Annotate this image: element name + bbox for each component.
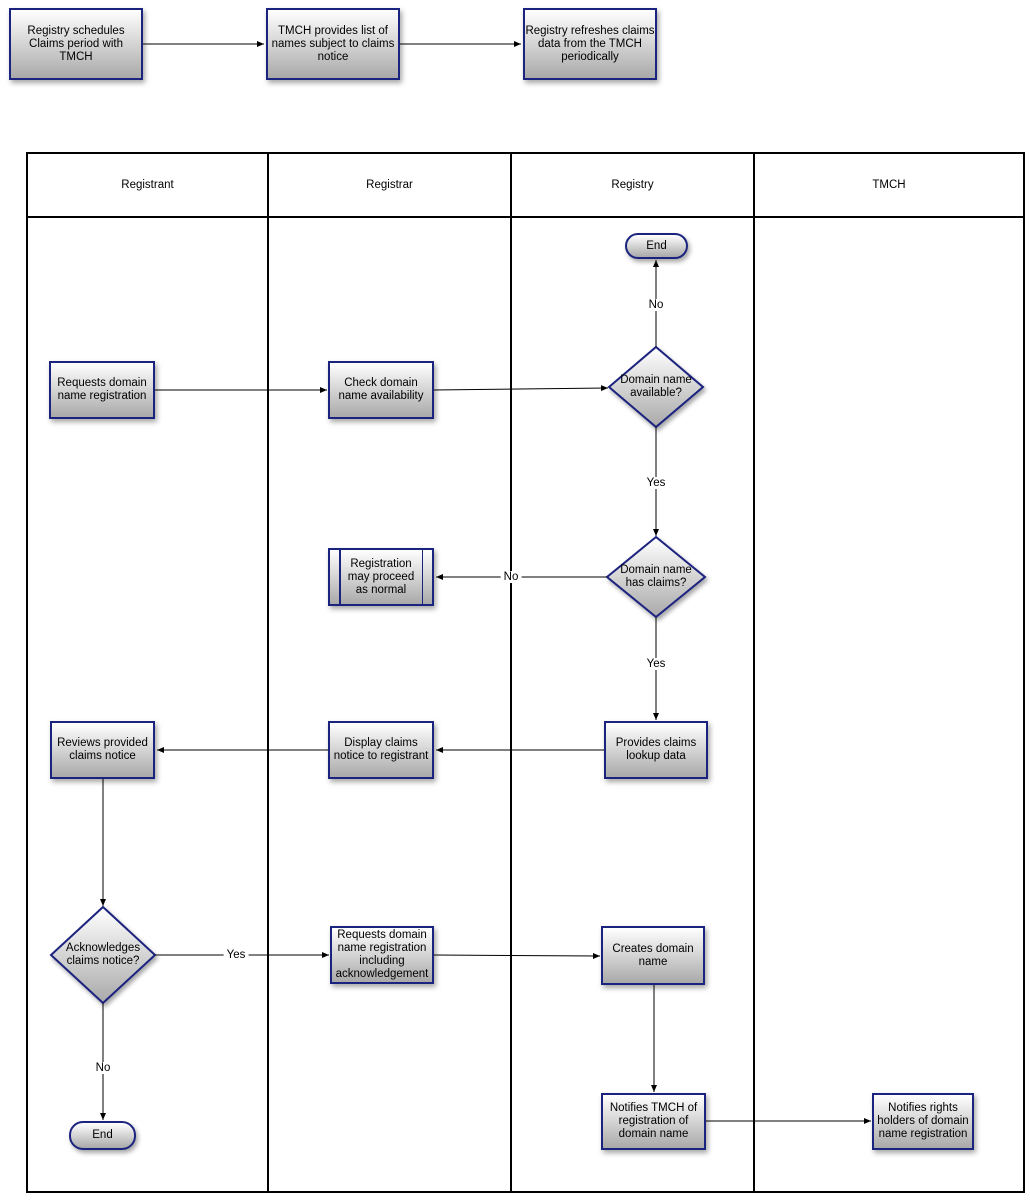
end-terminal-top: End	[625, 233, 688, 259]
requests-registration-box: Requests domain name registration	[49, 361, 155, 419]
schedule-claims-box: Registry schedules Claims period with TM…	[9, 8, 143, 80]
tmch-provides-list-box: TMCH provides list of names subject to c…	[266, 8, 400, 80]
lane-title-registry: Registry	[611, 179, 654, 191]
ack-decision-label: Acknowledges claims notice?	[65, 942, 141, 967]
edge-label-yes-ack: Yes	[223, 949, 249, 961]
reviews-notice-box: Reviews provided claims notice	[50, 721, 155, 779]
swimlane-frame	[26, 152, 1025, 1193]
edge-label-yes-claims: Yes	[643, 658, 669, 670]
creates-domain-box: Creates domain name	[601, 926, 705, 985]
claims-decision-label: Domain name has claims?	[620, 564, 692, 589]
proceed-normal-label: Registration may proceed as normal	[347, 557, 415, 596]
edge-label-yes-available: Yes	[643, 477, 669, 489]
requests-with-ack-box: Requests domain name registration includ…	[330, 926, 434, 984]
check-availability-box: Check domain name availability	[328, 361, 434, 419]
notifies-holders-box: Notifies rights holders of domain name r…	[872, 1093, 974, 1150]
proceed-normal-subprocess: Registration may proceed as normal	[328, 548, 434, 606]
end-terminal-bottom: End	[69, 1121, 136, 1150]
connectors	[100, 41, 871, 1124]
available-decision-label: Domain name available?	[620, 374, 692, 399]
edge-label-no-claims: No	[500, 571, 522, 583]
lane-title-registrant: Registrant	[121, 179, 174, 191]
edge-label-no-available: No	[645, 299, 667, 311]
lane-title-registrar: Registrar	[366, 179, 413, 191]
arrow-check-to-available	[433, 385, 609, 392]
display-notice-box: Display claims notice to registrant	[328, 721, 434, 779]
edge-label-no-ack: No	[92, 1062, 114, 1074]
notifies-tmch-box: Notifies TMCH of registration of domain …	[601, 1093, 706, 1150]
registry-refreshes-box: Registry refreshes claims data from the …	[523, 8, 657, 80]
provides-lookup-box: Provides claims lookup data	[604, 721, 708, 779]
arrow-request-to-create	[433, 952, 601, 959]
lane-title-tmch: TMCH	[872, 179, 906, 191]
